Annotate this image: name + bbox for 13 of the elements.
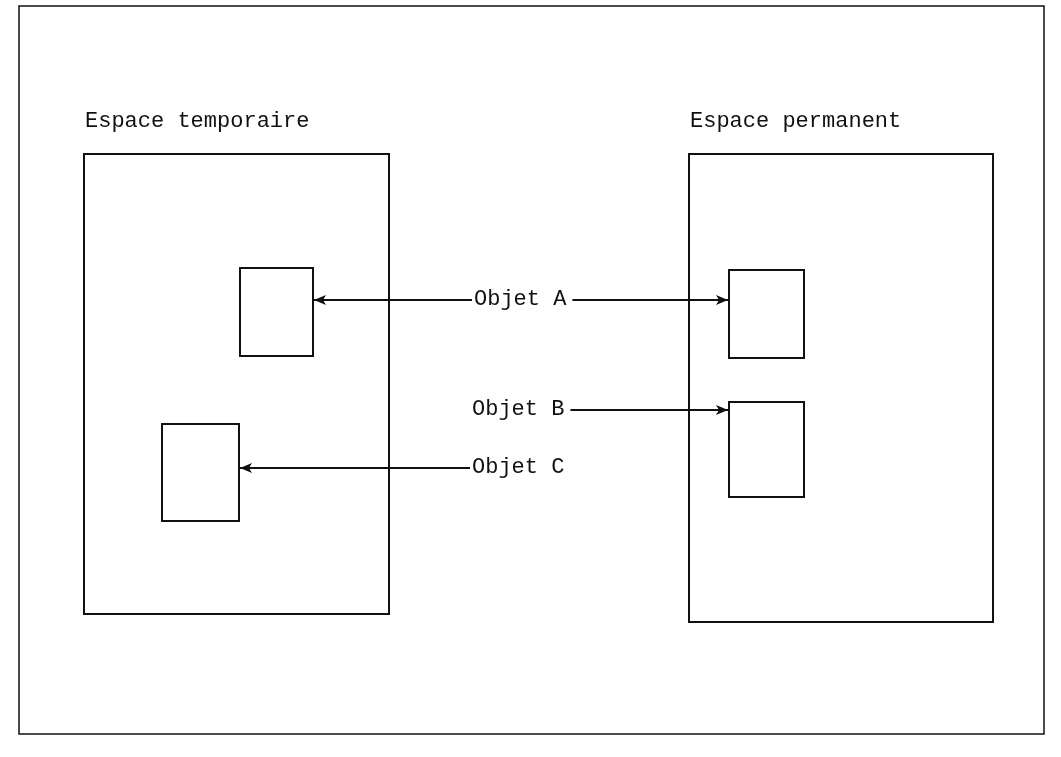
- object-box: [728, 401, 805, 498]
- object-label: Objet A: [474, 287, 567, 313]
- object-label: Objet B: [472, 397, 565, 423]
- container-heading: Espace permanent: [690, 109, 902, 134]
- object-box: [239, 267, 314, 357]
- arrow: [313, 295, 473, 305]
- object-label: Objet C: [472, 455, 565, 481]
- arrow: [239, 463, 471, 473]
- arrow: [569, 405, 729, 415]
- container-heading: Espace temporaire: [85, 109, 310, 134]
- object-box: [728, 269, 805, 359]
- object-box: [161, 423, 240, 522]
- arrow: [571, 295, 729, 305]
